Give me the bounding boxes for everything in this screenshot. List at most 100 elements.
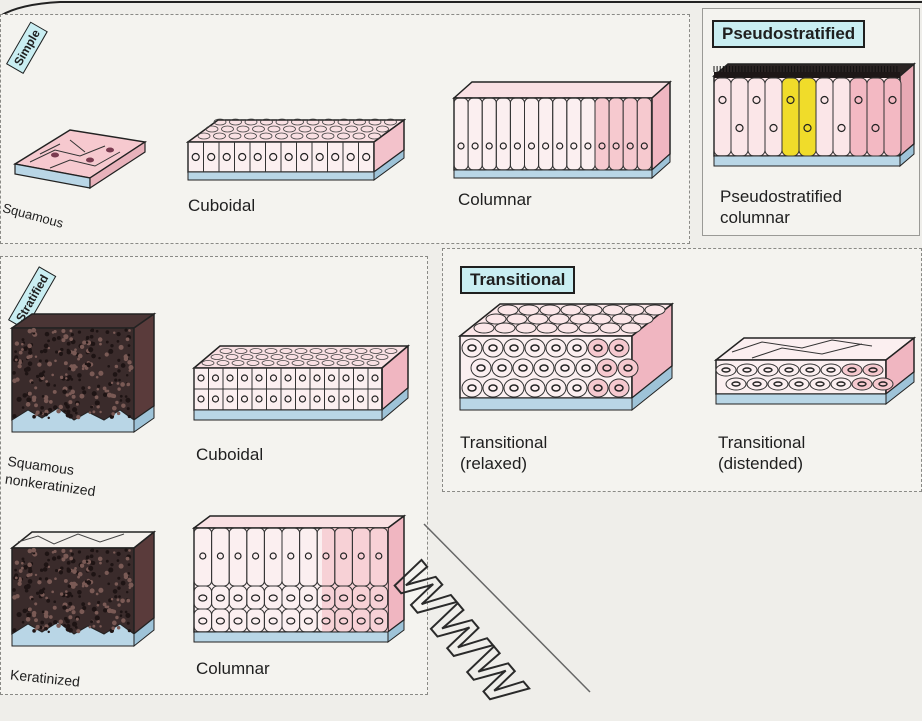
cell-mark <box>76 415 80 419</box>
stratified-cuboidal-illustration <box>192 342 412 442</box>
cell-mark <box>471 359 491 377</box>
cell-mark <box>71 553 74 556</box>
cell-mark <box>779 364 799 376</box>
cell-mark <box>113 331 115 333</box>
cell-mark <box>65 373 68 376</box>
cell-mark <box>21 567 24 570</box>
cell-mark <box>39 589 44 594</box>
cell-mark <box>115 365 118 368</box>
cell-mark <box>128 344 131 347</box>
cell-mark <box>49 400 53 404</box>
simple-columnar-illustration <box>452 78 672 188</box>
cell-mark <box>32 611 37 616</box>
stratified-columnar-label: Columnar <box>196 658 270 679</box>
cell-mark <box>53 384 56 387</box>
cell-mark <box>92 391 97 396</box>
cell-mark <box>126 374 128 376</box>
cell-mark <box>96 405 99 408</box>
cell-mark <box>12 379 17 384</box>
cell-mark <box>588 379 608 397</box>
cell-mark <box>45 380 48 383</box>
watermark-line <box>420 520 620 695</box>
cell-mark <box>91 572 96 577</box>
cell-mark <box>32 396 37 401</box>
cell-mark <box>56 409 61 414</box>
cell-mark <box>117 382 120 385</box>
cell-mark <box>111 412 115 416</box>
cell-mark <box>498 305 518 315</box>
cell-mark <box>637 98 651 170</box>
cell-mark <box>88 602 91 605</box>
cell-mark <box>49 615 53 619</box>
cell-mark <box>45 359 48 362</box>
cell-mark <box>31 598 34 601</box>
cell-mark <box>105 352 109 356</box>
cell-mark <box>121 403 125 407</box>
cell-mark <box>71 333 74 336</box>
cell-mark <box>117 577 120 580</box>
cell-mark <box>68 602 72 606</box>
cell-mark <box>462 339 482 357</box>
cell-mark <box>110 344 113 347</box>
cell-mark <box>67 592 71 596</box>
cell-mark <box>127 622 130 625</box>
stratified-cuboidal-label: Cuboidal <box>196 444 263 465</box>
cell-mark <box>110 563 113 566</box>
cell-mark <box>111 382 113 384</box>
cell-mark <box>125 398 130 403</box>
cell-mark <box>12 414 16 418</box>
pseudostratified-illustration <box>712 58 917 183</box>
cell-mark <box>125 395 128 398</box>
cell-mark <box>53 390 57 394</box>
cell-mark <box>31 328 36 333</box>
cell-mark <box>106 330 110 334</box>
cell-mark <box>63 335 66 338</box>
cell-mark <box>82 606 86 610</box>
cell-mark <box>72 622 77 627</box>
cell-mark <box>86 337 89 340</box>
cell-mark <box>525 379 545 397</box>
cell-mark <box>645 305 665 315</box>
cell-mark <box>15 560 19 564</box>
cell-mark <box>77 590 82 595</box>
cell-mark <box>492 359 512 377</box>
cell-mark <box>555 359 575 377</box>
cell-mark <box>95 611 99 615</box>
cell-mark <box>90 371 95 376</box>
cell-mark <box>76 629 80 633</box>
cell-mark <box>116 552 120 556</box>
cell-mark <box>609 98 623 170</box>
cell-mark <box>72 395 76 399</box>
cell-mark <box>78 572 83 577</box>
cell-mark <box>116 332 120 336</box>
cell-mark <box>549 314 569 324</box>
cell-mark <box>68 628 73 633</box>
cell-mark <box>108 349 113 354</box>
cell-mark <box>474 323 494 333</box>
cell-mark <box>726 378 746 390</box>
cell-mark <box>51 591 54 594</box>
cell-mark <box>40 621 44 625</box>
cell-mark <box>126 599 130 603</box>
cell-mark <box>78 595 81 598</box>
cell-mark <box>95 395 99 399</box>
cell-mark <box>113 372 118 377</box>
cell-mark <box>28 351 32 355</box>
cell-mark <box>15 359 18 362</box>
cell-mark <box>525 339 545 357</box>
cell-mark <box>98 588 103 593</box>
cell-mark <box>120 399 123 402</box>
cell-mark <box>612 314 632 324</box>
cell-mark <box>15 576 18 579</box>
cell-mark <box>546 379 566 397</box>
cell-mark <box>82 560 86 564</box>
cell-mark <box>609 339 629 357</box>
cell-mark <box>24 585 29 590</box>
cell-mark <box>129 369 131 371</box>
cell-mark <box>884 78 901 156</box>
cell-mark <box>842 364 862 376</box>
cell-mark <box>74 348 77 351</box>
cell-mark <box>12 588 16 592</box>
cell-mark <box>597 359 617 377</box>
cell-mark <box>34 403 38 407</box>
